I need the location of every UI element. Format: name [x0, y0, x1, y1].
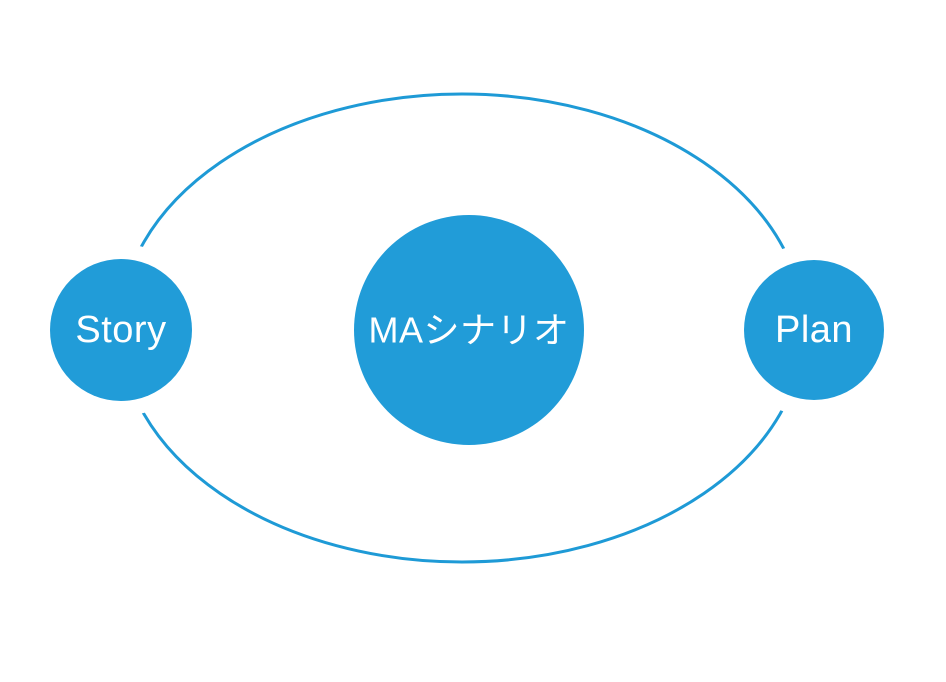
story-node-circle — [50, 259, 192, 401]
ma-scenario-node-circle — [354, 215, 584, 445]
plan-node-circle — [744, 260, 884, 400]
story-node-label: Story — [75, 309, 166, 351]
ma-scenario-node-label: MAシナリオ — [368, 310, 569, 351]
plan-node-label: Plan — [775, 309, 853, 351]
